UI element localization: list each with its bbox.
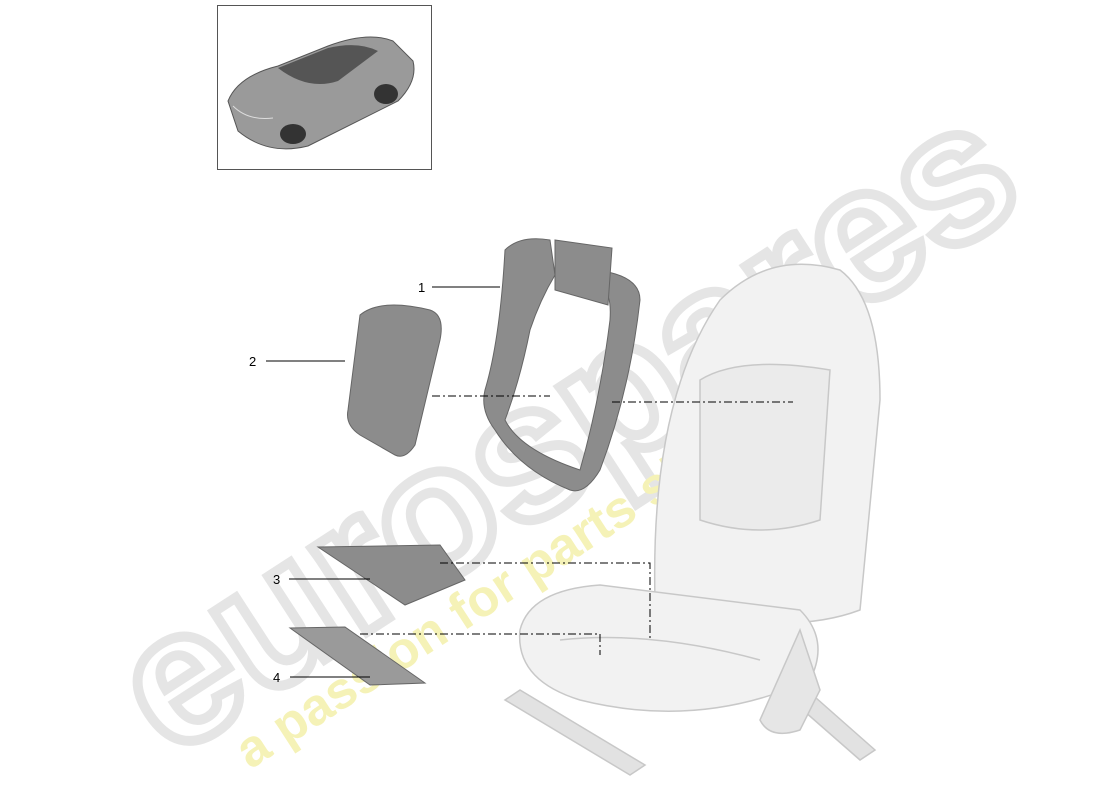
callout-1[interactable]: 1 xyxy=(418,280,425,295)
callout-2[interactable]: 2 xyxy=(249,354,256,369)
part-2-backrest-pad xyxy=(347,304,442,457)
callout-4[interactable]: 4 xyxy=(273,670,280,685)
assembly-guides xyxy=(360,395,793,655)
part-3-cushion-pad xyxy=(316,544,466,606)
callout-3[interactable]: 3 xyxy=(273,572,280,587)
car-image xyxy=(227,36,415,150)
seat-assembly xyxy=(503,263,881,776)
car-thumbnail xyxy=(217,5,432,170)
part-1-backrest-frame xyxy=(483,238,641,492)
part-4-cushion-pad xyxy=(288,626,427,686)
